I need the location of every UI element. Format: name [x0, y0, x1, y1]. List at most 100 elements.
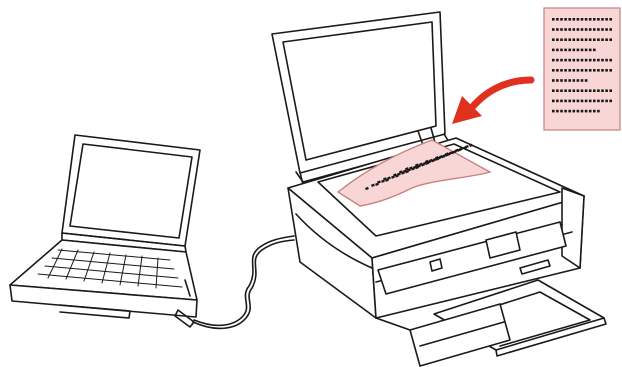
text-dot — [552, 59, 555, 62]
text-dot — [589, 100, 592, 103]
text-dot — [577, 89, 580, 92]
text-dot — [585, 59, 588, 62]
text-dot — [593, 69, 596, 72]
text-dot — [573, 28, 576, 31]
text-dot — [560, 28, 563, 31]
text-dot — [609, 59, 612, 62]
text-dot — [560, 100, 563, 103]
text-dot — [585, 49, 588, 52]
text-dot — [568, 69, 571, 72]
text-dot — [585, 18, 588, 21]
text-dot — [577, 59, 580, 62]
text-dot — [568, 110, 571, 113]
text-dot — [589, 18, 592, 21]
text-dot — [605, 69, 608, 72]
text-dot — [601, 100, 604, 103]
text-dot — [556, 69, 559, 72]
text-dot — [568, 28, 571, 31]
text-dot — [556, 38, 559, 41]
laptop-icon — [10, 135, 200, 318]
text-dot — [573, 110, 576, 113]
text-dot — [605, 89, 608, 92]
text-dot — [601, 28, 604, 31]
text-dot — [577, 110, 580, 113]
text-dot — [589, 49, 592, 52]
text-dot — [560, 79, 563, 82]
text-dot — [605, 38, 608, 41]
text-dot — [589, 69, 592, 72]
text-dot — [552, 100, 555, 103]
text-dot — [568, 79, 571, 82]
text-dot — [560, 69, 563, 72]
text-dot — [597, 100, 600, 103]
text-dot — [581, 79, 584, 82]
text-dot — [605, 18, 608, 21]
text-dot — [564, 28, 567, 31]
text-dot — [593, 38, 596, 41]
text-dot — [597, 110, 600, 113]
text-dot — [581, 100, 584, 103]
text-dot — [581, 18, 584, 21]
text-dot — [597, 18, 600, 21]
text-dot — [585, 79, 588, 82]
text-dot — [581, 89, 584, 92]
text-dot — [593, 100, 596, 103]
text-dot — [581, 69, 584, 72]
text-dot — [552, 69, 555, 72]
text-dot — [573, 18, 576, 21]
text-dot — [593, 49, 596, 52]
text-dot — [597, 28, 600, 31]
text-dot — [556, 59, 559, 62]
text-dot — [577, 69, 580, 72]
text-dot — [564, 59, 567, 62]
text-dot — [609, 38, 612, 41]
text-dot — [593, 28, 596, 31]
text-dot — [585, 100, 588, 103]
text-dot — [564, 69, 567, 72]
text-dot — [609, 69, 612, 72]
text-dot — [589, 59, 592, 62]
text-dot — [573, 69, 576, 72]
text-dot — [601, 69, 604, 72]
text-dot — [581, 110, 584, 113]
text-dot — [577, 28, 580, 31]
text-dot — [560, 49, 563, 52]
text-dot — [577, 100, 580, 103]
text-dot — [585, 69, 588, 72]
text-dot — [560, 38, 563, 41]
text-dot — [593, 59, 596, 62]
text-dot — [605, 100, 608, 103]
text-dot — [589, 28, 592, 31]
text-dot — [556, 100, 559, 103]
text-dot — [556, 18, 559, 21]
text-dot — [597, 38, 600, 41]
text-dot — [593, 18, 596, 21]
text-dot — [593, 110, 596, 113]
text-dot — [552, 110, 555, 113]
text-dot — [564, 110, 567, 113]
curved-arrow-icon — [452, 80, 531, 124]
text-dot — [556, 89, 559, 92]
text-dot — [556, 79, 559, 82]
text-dot — [556, 28, 559, 31]
text-dot — [573, 49, 576, 52]
text-dot — [552, 28, 555, 31]
text-dot — [556, 110, 559, 113]
text-dot — [568, 38, 571, 41]
text-dot — [605, 28, 608, 31]
text-dot — [593, 89, 596, 92]
text-dot — [609, 18, 612, 21]
text-dot — [597, 69, 600, 72]
text-dot — [581, 28, 584, 31]
text-dot — [577, 49, 580, 52]
text-dot — [564, 79, 567, 82]
text-dot — [564, 100, 567, 103]
text-dot — [552, 49, 555, 52]
text-dot — [573, 100, 576, 103]
text-dot — [573, 79, 576, 82]
text-dot — [556, 49, 559, 52]
text-dot — [597, 59, 600, 62]
text-dot — [552, 18, 555, 21]
text-dot — [609, 28, 612, 31]
